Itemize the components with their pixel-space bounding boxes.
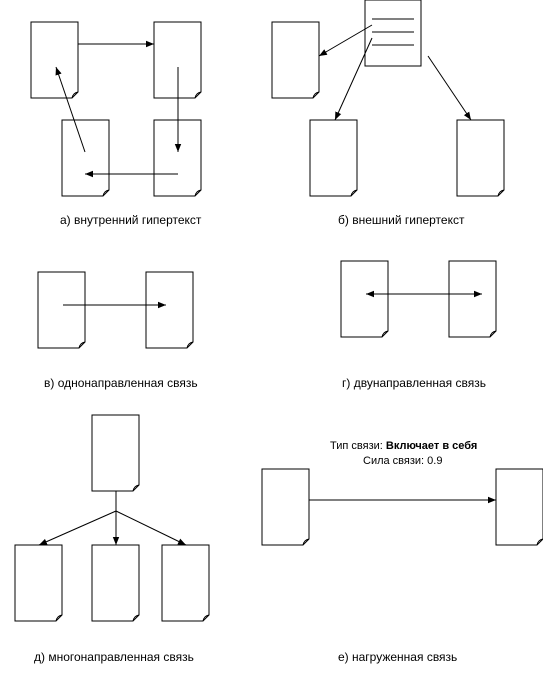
caption-loaded-link: е) нагруженная связь bbox=[338, 650, 457, 664]
document-page bbox=[61, 119, 110, 197]
document-page bbox=[261, 468, 310, 546]
document-page bbox=[91, 544, 140, 622]
document-page bbox=[456, 119, 505, 197]
document-page bbox=[271, 21, 320, 99]
link-strength-label: Сила связи: 0.9 bbox=[363, 455, 442, 467]
link-arrow bbox=[318, 24, 373, 57]
caption-unidirectional-link: в) однонаправленная связь bbox=[44, 376, 198, 390]
document-page bbox=[309, 119, 358, 197]
caption-multidirectional-link: д) многонаправленная связь bbox=[34, 650, 194, 664]
panel-external-hypertext: б) внешний гипертекст bbox=[271, 0, 505, 227]
caption-internal-hypertext: а) внутренний гипертекст bbox=[60, 213, 202, 227]
document-page bbox=[153, 119, 202, 197]
index-document bbox=[364, 0, 422, 67]
link-strength-key: Сила связи: bbox=[363, 455, 427, 467]
document-page bbox=[91, 414, 140, 492]
panel-bidirectional-link: г) двунаправленная связь bbox=[340, 260, 497, 390]
panel-loaded-link: Тип связи: Включает в себя Сила связи: 0… bbox=[261, 440, 543, 664]
document-page bbox=[495, 468, 543, 546]
panel-internal-hypertext: а) внутренний гипертекст bbox=[30, 21, 202, 227]
link-arrow bbox=[38, 510, 117, 546]
link-strength-value: 0.9 bbox=[427, 455, 442, 467]
link-type-value: Включает в себя bbox=[386, 440, 477, 452]
panel-multidirectional-link: д) многонаправленная связь bbox=[14, 414, 210, 664]
link-arrow bbox=[115, 510, 187, 546]
document-page bbox=[153, 21, 202, 99]
panel-unidirectional-link: в) однонаправленная связь bbox=[37, 271, 198, 390]
link-type-key: Тип связи: bbox=[330, 440, 386, 452]
link-type-label: Тип связи: Включает в себя bbox=[330, 440, 477, 452]
document-page bbox=[161, 544, 210, 622]
document-page bbox=[30, 21, 79, 99]
caption-bidirectional-link: г) двунаправленная связь bbox=[342, 376, 486, 390]
link-arrow bbox=[55, 66, 86, 153]
document-page bbox=[448, 260, 497, 338]
document-page bbox=[340, 260, 389, 338]
document-page bbox=[145, 271, 194, 349]
link-arrow bbox=[427, 55, 472, 121]
caption-external-hypertext: б) внешний гипертекст bbox=[338, 213, 465, 227]
document-page bbox=[14, 544, 63, 622]
document-page bbox=[37, 271, 86, 349]
link-arrow bbox=[334, 37, 373, 121]
